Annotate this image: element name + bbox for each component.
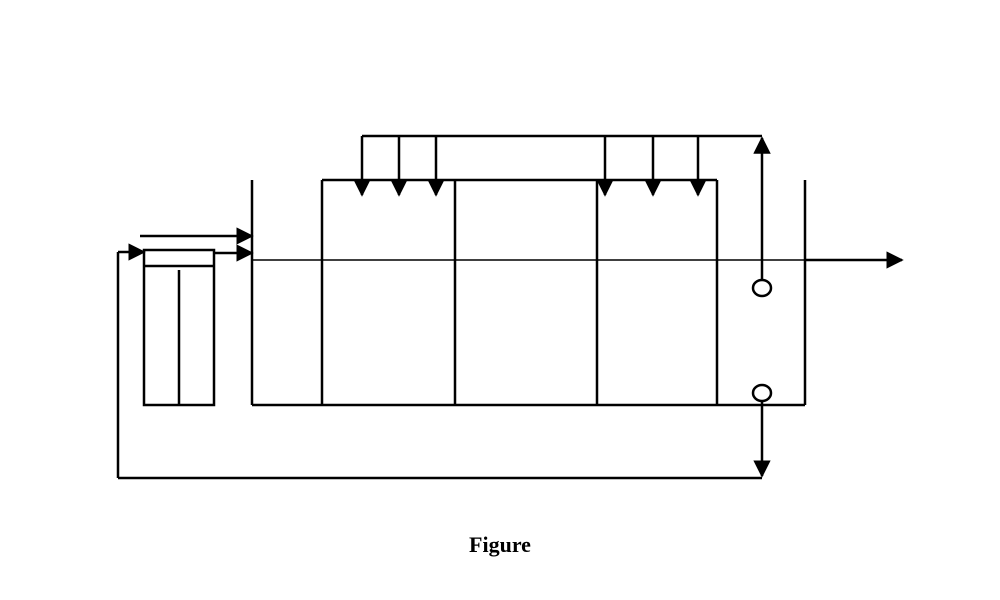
recirculation-header xyxy=(353,134,771,280)
pretreatment-unit xyxy=(142,248,216,407)
lower-pump-icon xyxy=(751,383,773,403)
main-tank xyxy=(250,178,807,407)
figure-caption: Figure xyxy=(469,532,531,557)
sludge-return-loop xyxy=(116,243,771,480)
upper-pump-icon xyxy=(751,278,773,298)
